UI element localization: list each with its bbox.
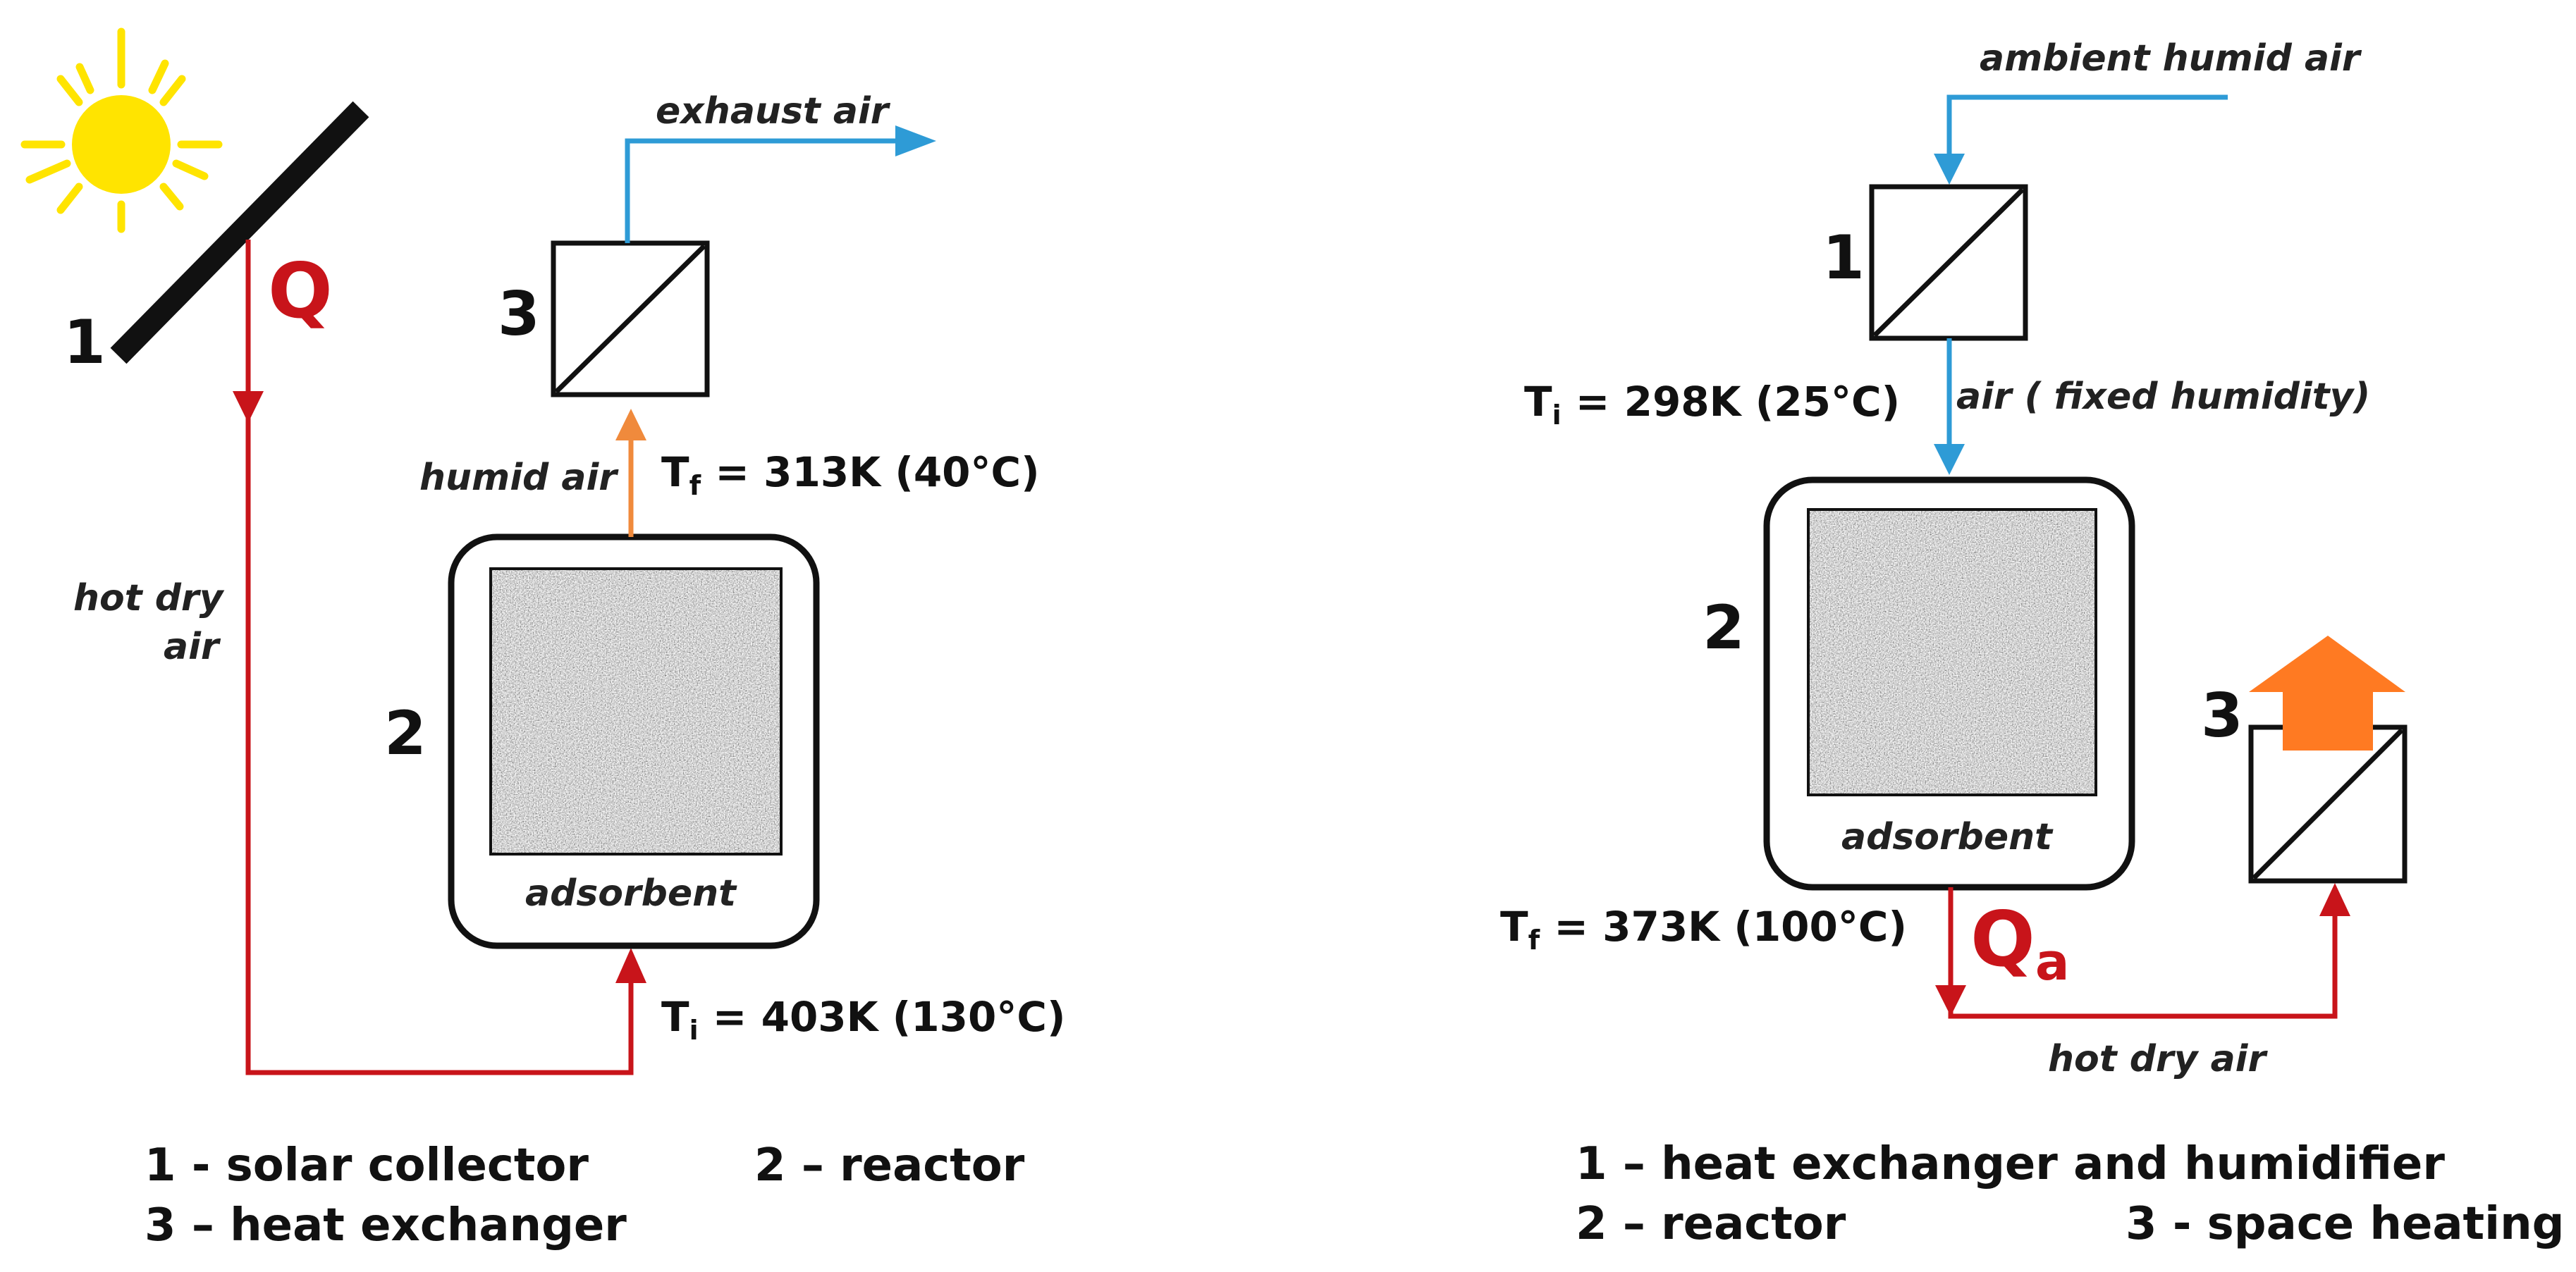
heat-output-arrow-icon [2249, 636, 2405, 751]
ambient-humid-air-label: ambient humid air [1980, 37, 2362, 80]
legend-right-1: 1 – heat exchanger and humidifier [1576, 1138, 2445, 1190]
fixed-humidity-air-arrow [1934, 444, 1965, 475]
label-3-exchanger-left: 3 [498, 279, 540, 350]
tf-right-label: Tf = 373K (100°C) [1500, 903, 1907, 956]
exhaust-air-arrow [895, 125, 936, 156]
right-diagram: ambient humid air 1 air ( fixed humidity… [1500, 37, 2564, 1250]
hot-dry-air-label-line2: air [164, 626, 221, 668]
adsorbent-bed-left [491, 569, 781, 854]
adsorbent-bed-right [1808, 510, 2096, 795]
label-2-reactor-left: 2 [384, 698, 427, 769]
hot-dry-air-arrow-up [2319, 883, 2350, 916]
label-1-collector: 1 [63, 307, 106, 378]
legend-right-2: 2 – reactor [1576, 1198, 1846, 1250]
adsorbent-label-right: adsorbent [1841, 816, 2054, 858]
legend-left-2: 2 – reactor [754, 1140, 1025, 1192]
air-fixed-humidity-label: air ( fixed humidity) [1956, 376, 2370, 418]
tf-left-label: Tf = 313K (40°C) [661, 448, 1040, 501]
heat-q-label: Q [268, 247, 333, 335]
hot-air-loop [245, 240, 634, 1075]
hot-dry-air-label-right: hot dry air [2048, 1038, 2268, 1080]
hot-dry-air-arrow-down [1935, 985, 1966, 1016]
humid-air-label: humid air [419, 457, 619, 499]
ti-right-label: Ti = 298K (25°C) [1524, 378, 1900, 431]
ti-left-label: Ti = 403K (130°C) [661, 993, 1065, 1046]
humid-air-arrow [615, 409, 646, 440]
left-diagram: 1 Q hot dry air adsorbent 2 humid air 3 … [20, 27, 1065, 1252]
legend-right-3: 3 - space heating [2126, 1198, 2564, 1250]
hot-air-arrow-down [233, 391, 264, 423]
legend-left-1: 1 - solar collector [145, 1140, 589, 1192]
heat-qa-label: Qa [1970, 896, 2069, 992]
label-2-reactor-right: 2 [1703, 593, 1745, 663]
hot-air-arrow-up [615, 948, 646, 983]
solar-collector [110, 101, 369, 364]
ambient-air-arrow [1934, 154, 1965, 185]
exhaust-air-label: exhaust air [656, 90, 891, 132]
legend-left-3: 3 – heat exchanger [145, 1199, 627, 1252]
adsorbent-label-left: adsorbent [525, 872, 737, 915]
sun-icon [20, 27, 223, 233]
hot-dry-air-label-line1: hot dry [73, 577, 225, 619]
label-3-space-heating: 3 [2201, 681, 2243, 751]
label-1-exchanger-right: 1 [1822, 223, 1865, 293]
